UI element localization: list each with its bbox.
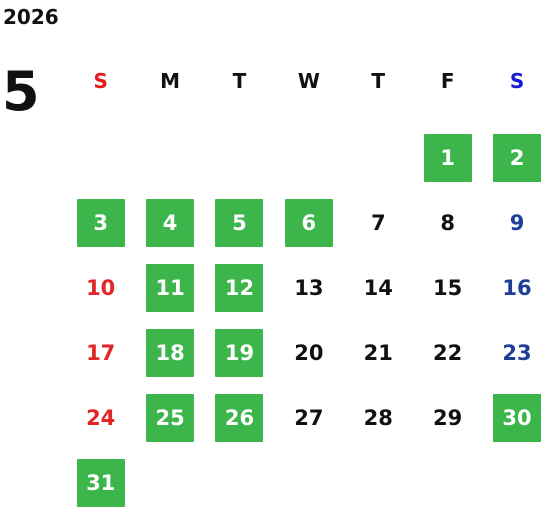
- highlighted-day-cell[interactable]: 12: [205, 255, 274, 320]
- day-number: 2: [493, 133, 542, 182]
- day-number: 24: [86, 405, 116, 430]
- weekday-header: W: [297, 69, 320, 93]
- weekday-header: F: [440, 69, 455, 93]
- weekday-header: S: [93, 69, 108, 93]
- day-number: 9: [509, 210, 525, 235]
- day-cell[interactable]: 24: [66, 385, 135, 450]
- day-cell[interactable]: 10: [66, 255, 135, 320]
- highlighted-day-cell[interactable]: 3: [66, 190, 135, 255]
- highlighted-day-cell[interactable]: 4: [135, 190, 204, 255]
- day-number: 29: [433, 405, 463, 430]
- day-number: 4: [146, 198, 195, 247]
- day-cell[interactable]: 22: [413, 320, 482, 385]
- empty-day-cell: [205, 125, 274, 190]
- day-cell[interactable]: 17: [66, 320, 135, 385]
- highlighted-day-cell[interactable]: 30: [482, 385, 548, 450]
- day-number: 27: [294, 405, 324, 430]
- highlighted-day-cell[interactable]: 1: [413, 125, 482, 190]
- day-number: 17: [86, 340, 116, 365]
- day-number: 7: [370, 210, 386, 235]
- day-cell[interactable]: 13: [274, 255, 343, 320]
- day-cell[interactable]: 27: [274, 385, 343, 450]
- empty-day-cell: [66, 125, 135, 190]
- highlighted-day-cell[interactable]: 11: [135, 255, 204, 320]
- day-number: 3: [76, 198, 125, 247]
- empty-day-cell: [135, 125, 204, 190]
- day-cell[interactable]: 20: [274, 320, 343, 385]
- empty-day-cell: [274, 125, 343, 190]
- day-number: 13: [294, 275, 324, 300]
- day-cell[interactable]: 7: [344, 190, 413, 255]
- day-number: 8: [440, 210, 455, 235]
- day-cell[interactable]: 15: [413, 255, 482, 320]
- day-number: 22: [433, 340, 463, 365]
- day-number: 18: [146, 328, 195, 377]
- day-number: 23: [502, 340, 532, 365]
- day-number: 21: [363, 340, 393, 365]
- day-cell[interactable]: 28: [344, 385, 413, 450]
- highlighted-day-cell[interactable]: 6: [274, 190, 343, 255]
- day-number: 5: [215, 198, 264, 247]
- weekday-header: T: [232, 69, 247, 93]
- day-number: 15: [433, 275, 463, 300]
- day-number: 12: [215, 263, 264, 312]
- day-number: 30: [493, 393, 542, 442]
- highlighted-day-cell[interactable]: 31: [66, 450, 135, 515]
- highlighted-day-cell[interactable]: 2: [482, 125, 548, 190]
- weekday-header: T: [371, 69, 386, 93]
- day-number: 10: [86, 275, 116, 300]
- day-cell[interactable]: 9: [482, 190, 548, 255]
- highlighted-day-cell[interactable]: 26: [205, 385, 274, 450]
- highlighted-day-cell[interactable]: 19: [205, 320, 274, 385]
- day-number: 1: [423, 133, 472, 182]
- highlighted-day-cell[interactable]: 25: [135, 385, 204, 450]
- weekday-header: S: [509, 69, 525, 93]
- empty-day-cell: [344, 125, 413, 190]
- year-label: 2026: [3, 5, 59, 29]
- day-number: 25: [146, 393, 195, 442]
- day-number: 6: [284, 198, 333, 247]
- day-number: 11: [146, 263, 195, 312]
- highlighted-day-cell[interactable]: 5: [205, 190, 274, 255]
- day-cell[interactable]: 29: [413, 385, 482, 450]
- day-number: 19: [215, 328, 264, 377]
- month-number: 5: [2, 60, 40, 123]
- day-number: 14: [363, 275, 393, 300]
- day-cell[interactable]: 21: [344, 320, 413, 385]
- day-number: 16: [502, 275, 532, 300]
- day-cell[interactable]: 8: [413, 190, 482, 255]
- day-number: 31: [76, 458, 125, 507]
- day-cell[interactable]: 23: [482, 320, 548, 385]
- weekday-header: M: [160, 69, 181, 93]
- day-number: 28: [363, 405, 393, 430]
- day-number: 26: [215, 393, 264, 442]
- day-number: 20: [294, 340, 324, 365]
- highlighted-day-cell[interactable]: 18: [135, 320, 204, 385]
- day-cell[interactable]: 16: [482, 255, 548, 320]
- day-cell[interactable]: 14: [344, 255, 413, 320]
